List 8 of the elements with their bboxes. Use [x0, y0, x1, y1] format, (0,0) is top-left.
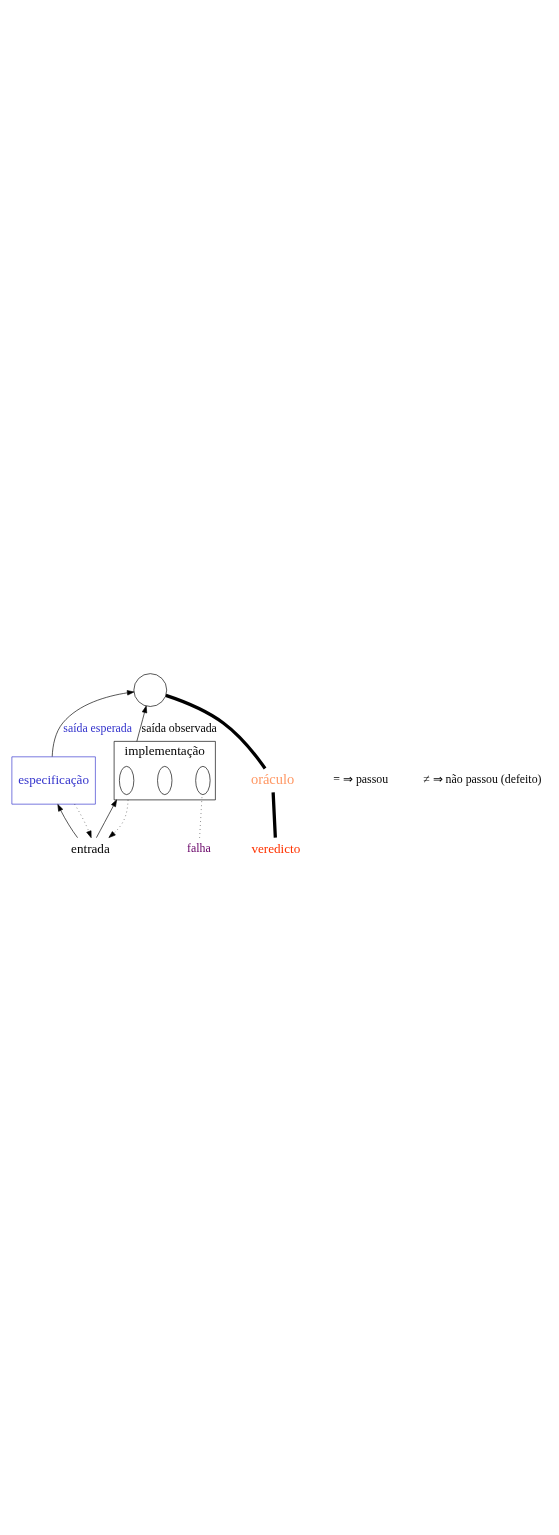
- edge-label: saída observada: [141, 721, 217, 736]
- node-text: falha: [187, 841, 211, 856]
- node-text: oráculo: [250, 771, 295, 788]
- label: = ⇒ passou: [333, 772, 389, 787]
- edge-label: saída esperada: [63, 721, 132, 736]
- label: ≠ ⇒ não passou (defeito): [423, 772, 542, 787]
- node-text: entrada: [71, 840, 110, 856]
- node-text: veredicto: [251, 840, 301, 856]
